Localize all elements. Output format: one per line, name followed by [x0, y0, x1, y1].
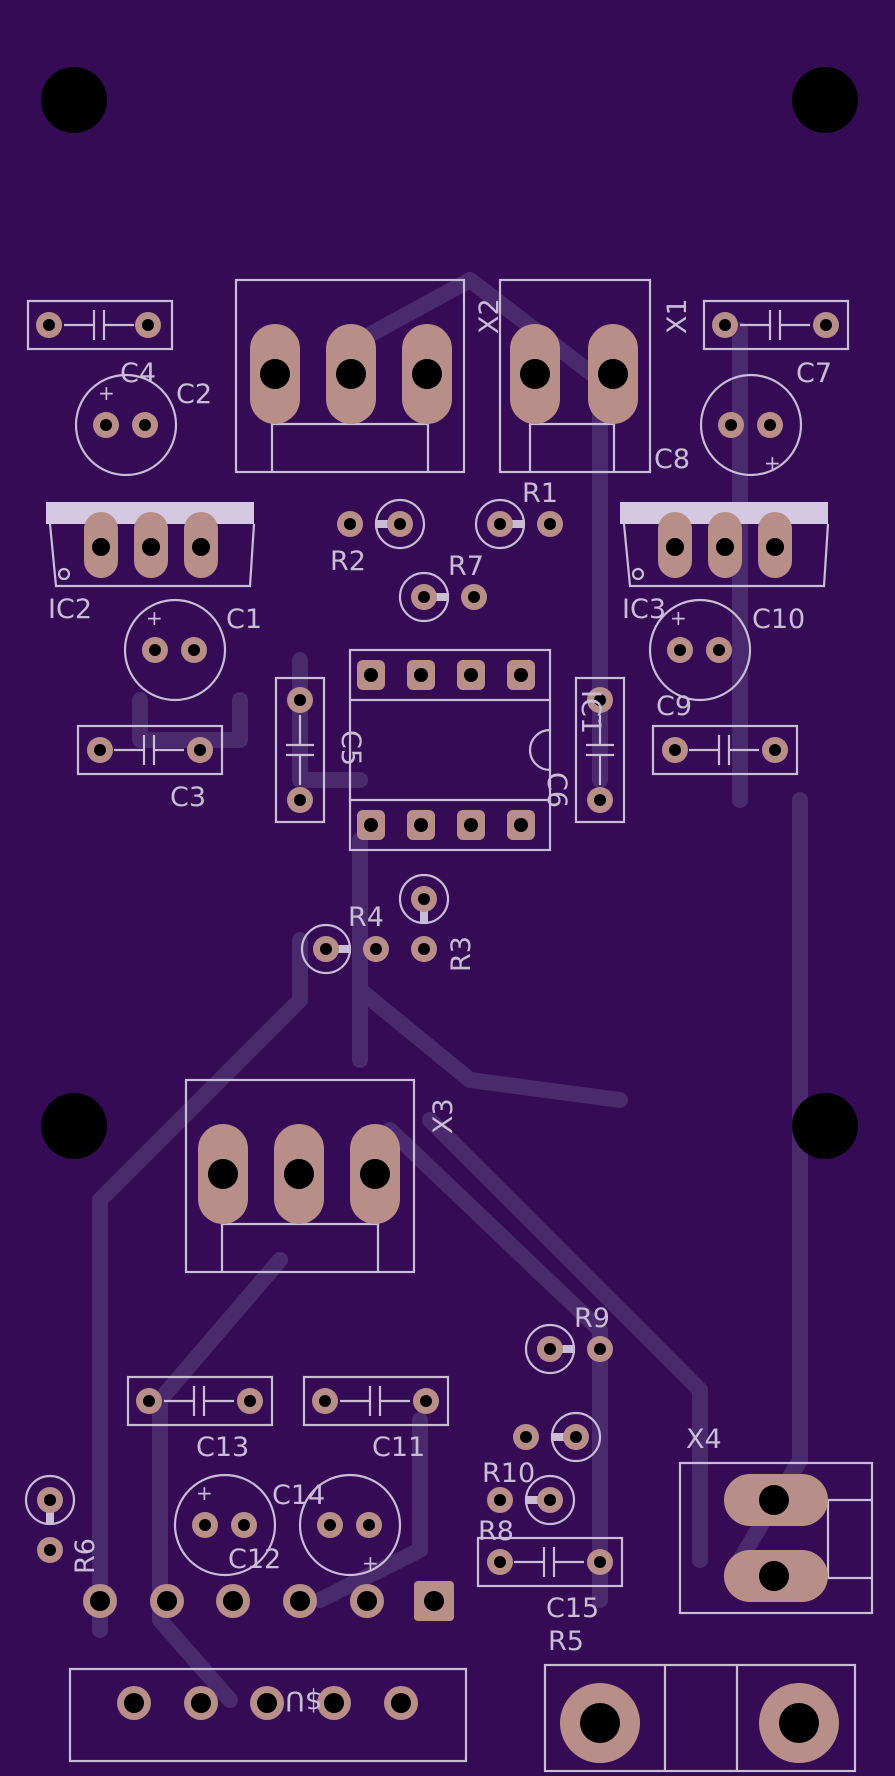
capacitor-c11 [302, 1375, 450, 1427]
svg-text:+: + [146, 606, 163, 630]
label-r9: R9 [574, 1303, 610, 1334]
connector-u [68, 1667, 468, 1763]
capacitor-c1: + [123, 598, 227, 702]
resistor-r7 [398, 571, 487, 623]
capacitor-c9 [651, 724, 799, 776]
svg-text:+: + [362, 1551, 379, 1575]
resistor-r9 [524, 1323, 613, 1375]
label-c2: C2 [176, 379, 212, 410]
capacitor-c5 [274, 676, 326, 824]
terminal-block-x2 [234, 278, 466, 474]
label-r2: R2 [330, 546, 366, 577]
label-c7: C7 [796, 358, 832, 389]
label-c6: C6 [541, 772, 572, 808]
terminal-block-x1 [498, 278, 652, 474]
regulator-ic2 [46, 502, 256, 588]
label-x3: X3 [428, 1098, 459, 1134]
capacitor-c14: + [298, 1473, 402, 1577]
label-r8: R8 [478, 1516, 514, 1547]
label-c8: C8 [654, 444, 690, 475]
label-c1: C1 [226, 604, 262, 635]
resistor-r10 [513, 1411, 602, 1463]
label-r7: R7 [448, 551, 484, 582]
resistor-r2 [337, 498, 426, 550]
label-c3: C3 [170, 782, 206, 813]
mounting-hole-middle-right [792, 1093, 858, 1159]
resistor-r5 [543, 1663, 857, 1773]
resistor-r3 [398, 873, 450, 962]
capacitor-c8: + [699, 373, 803, 477]
svg-text:+: + [98, 381, 115, 405]
capacitor-c4 [26, 299, 174, 351]
label-r10: R10 [482, 1458, 535, 1489]
label-c12: C12 [228, 1544, 281, 1575]
capacitor-c2: + [74, 373, 178, 477]
mounting-hole-middle-left [41, 1093, 107, 1159]
label-r3: R3 [446, 936, 477, 972]
label-c14: C14 [272, 1480, 325, 1511]
label-c9: C9 [656, 691, 692, 722]
svg-text:+: + [764, 451, 781, 475]
label-c15: C15 [546, 1593, 599, 1624]
regulator-ic3 [620, 502, 830, 588]
label-x4: X4 [686, 1424, 722, 1455]
capacitor-c15 [476, 1536, 624, 1588]
opamp-ic1 [348, 648, 552, 852]
label-r1: R1 [522, 478, 558, 509]
capacitor-c7 [702, 299, 850, 351]
resistor-r6 [24, 1474, 76, 1563]
capacitor-c12: + [173, 1473, 277, 1577]
svg-text:+: + [196, 1481, 213, 1505]
label-c13: C13 [196, 1432, 249, 1463]
mounting-hole-top-right [792, 67, 858, 133]
label-ic1: IC1 [575, 690, 606, 734]
label-ic2: IC2 [48, 594, 92, 625]
label-c4: C4 [120, 358, 156, 389]
svg-text:+: + [670, 606, 687, 630]
resistor-r8 [487, 1474, 576, 1526]
capacitor-c13 [126, 1375, 274, 1427]
resistor-r4 [300, 923, 389, 975]
capacitor-c3 [76, 724, 224, 776]
resistor-r1 [474, 498, 563, 550]
terminal-block-x4 [678, 1461, 874, 1615]
label-c11: C11 [372, 1432, 425, 1463]
capacitor-c6 [574, 676, 626, 824]
label-r4: R4 [348, 902, 384, 933]
label-r6: R6 [70, 1538, 101, 1574]
pin-header-6 [83, 1581, 454, 1621]
terminal-block-x3 [184, 1078, 416, 1274]
mounting-hole-top-left [41, 67, 107, 133]
label-x1: X1 [662, 298, 693, 334]
capacitor-c10: + [648, 598, 752, 702]
label-connector-u: $U [285, 1685, 322, 1716]
label-c10: C10 [752, 604, 805, 635]
label-ic3: IC3 [622, 594, 666, 625]
label-r5: R5 [548, 1626, 584, 1657]
